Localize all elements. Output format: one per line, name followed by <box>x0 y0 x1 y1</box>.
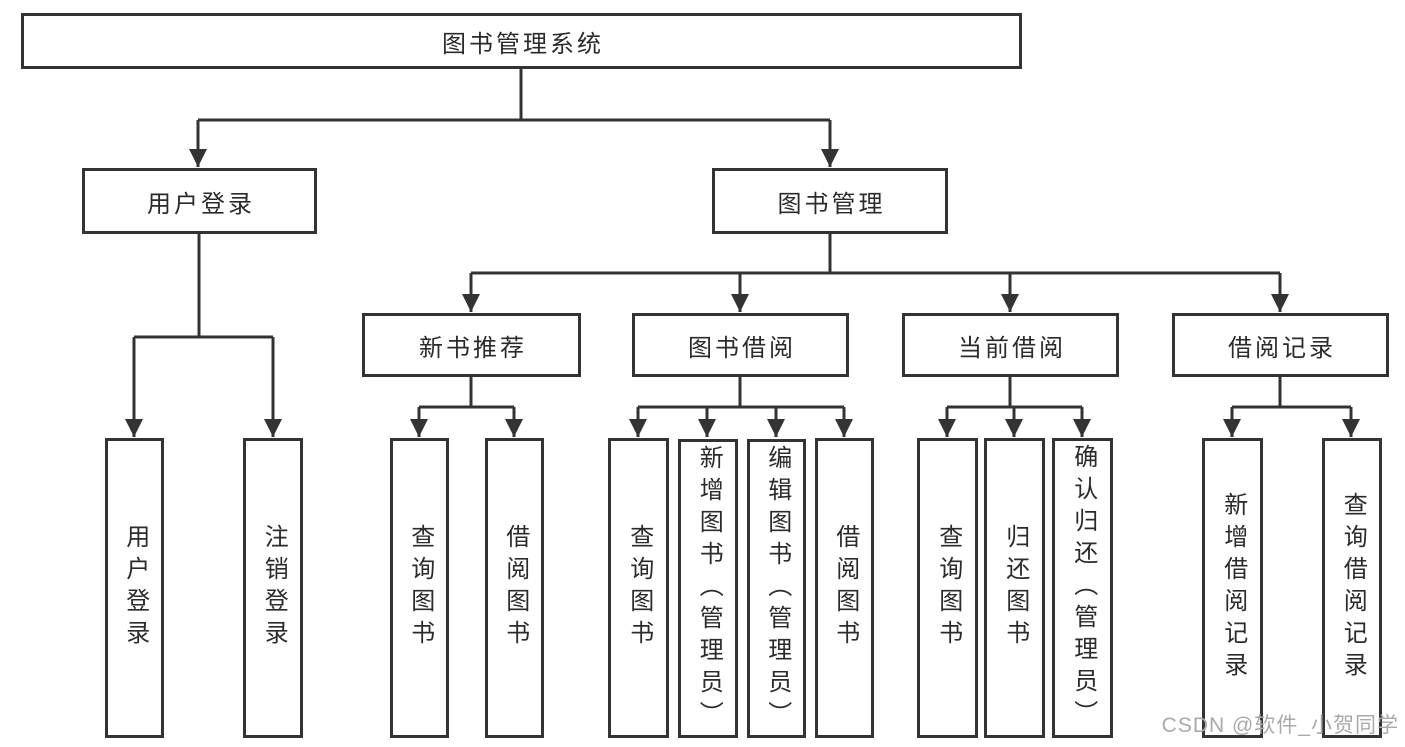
leaf-query-books-1: 查询图书 <box>390 438 449 738</box>
leaf-add-books-admin: 新增图书（管理员） <box>678 439 738 738</box>
leaf-confirm-return-admin: 确认归还（管理员） <box>1052 438 1113 738</box>
node-new-book-recommendation: 新书推荐 <box>362 313 581 377</box>
node-label: 用户登录 <box>147 190 255 218</box>
leaf-label: 查询图书 <box>934 524 962 652</box>
node-label: 新书推荐 <box>419 334 527 362</box>
node-library-management-system: 图书管理系统 <box>21 13 1022 69</box>
leaf-label: 编辑图书（管理员） <box>763 444 791 733</box>
leaf-label: 确认归还（管理员） <box>1069 444 1097 732</box>
node-label: 借阅记录 <box>1228 334 1336 362</box>
leaf-label: 查询图书 <box>406 524 434 652</box>
leaf-label: 新增借阅记录 <box>1219 492 1247 684</box>
leaf-add-borrow-record: 新增借阅记录 <box>1202 438 1263 738</box>
node-label: 当前借阅 <box>958 334 1066 362</box>
leaf-label: 查询借阅记录 <box>1339 492 1367 684</box>
leaf-label: 用户登录 <box>121 524 149 652</box>
leaf-query-books-3: 查询图书 <box>917 438 978 738</box>
leaf-label: 查询图书 <box>625 524 653 652</box>
leaf-label: 归还图书 <box>1001 524 1029 652</box>
leaf-query-books-2: 查询图书 <box>608 438 669 738</box>
leaf-label: 借阅图书 <box>831 524 859 652</box>
node-book-borrowing: 图书借阅 <box>632 313 849 377</box>
node-user-login: 用户登录 <box>82 168 317 234</box>
leaf-logout: 注销登录 <box>243 438 303 738</box>
node-current-borrowing: 当前借阅 <box>902 313 1119 377</box>
node-label: 图书管理 <box>777 190 886 218</box>
leaf-borrow-books-2: 借阅图书 <box>815 438 874 738</box>
node-label: 图书管理系统 <box>442 30 604 58</box>
csdn-watermark: CSDN @软件_小贺同学 <box>1161 714 1399 737</box>
leaf-return-books: 归还图书 <box>984 438 1045 738</box>
leaf-label: 借阅图书 <box>501 524 529 652</box>
leaf-user-login: 用户登录 <box>105 438 164 738</box>
leaf-query-borrow-record: 查询借阅记录 <box>1322 438 1382 738</box>
node-book-management: 图书管理 <box>712 168 948 234</box>
node-borrowing-records: 借阅记录 <box>1172 313 1389 377</box>
leaf-edit-books-admin: 编辑图书（管理员） <box>747 439 806 738</box>
leaf-borrow-books-1: 借阅图书 <box>485 438 544 738</box>
node-label: 图书借阅 <box>688 334 796 362</box>
leaf-label: 新增图书（管理员） <box>695 444 723 733</box>
leaf-label: 注销登录 <box>260 524 288 652</box>
